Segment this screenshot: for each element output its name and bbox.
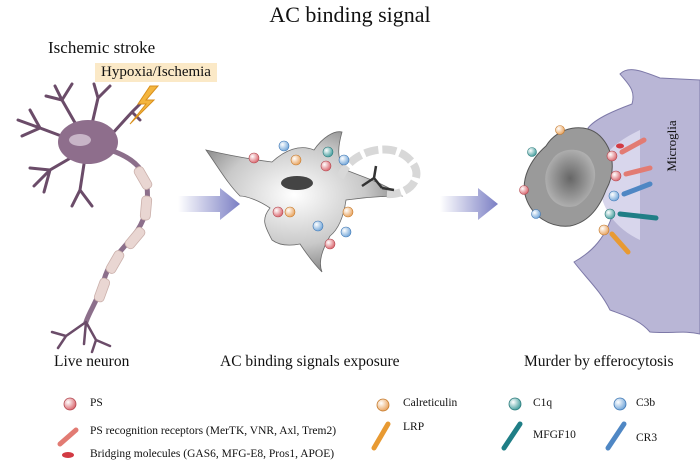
lrp-receptor-icon <box>371 421 391 451</box>
mfgf10-receptor-icon <box>501 421 523 451</box>
calreticulin-ball-icon <box>376 398 390 412</box>
diagram-title: AC binding signal <box>269 2 431 27</box>
trigger-callout: Hypoxia/Ischemia <box>95 63 217 82</box>
engulfed-cell <box>519 125 622 236</box>
legend-label-lrp: LRP <box>403 421 425 433</box>
legend-icons <box>57 397 627 458</box>
legend-label-calreticulin: Calreticulin <box>403 397 458 409</box>
c1q-ball-icon <box>508 397 522 411</box>
legend-label-c1q: C1q <box>533 397 553 409</box>
c3b-ball-icon <box>613 397 627 411</box>
legend-label-bridging: Bridging molecules (GAS6, MFG-E8, Pros1,… <box>90 448 335 460</box>
bridge-icon <box>62 452 74 458</box>
transition-arrow-1 <box>178 188 240 220</box>
myelin-sheath <box>93 166 153 303</box>
lightning-icon <box>129 85 160 125</box>
stage-label-ac-exposure: AC binding signals exposure <box>220 353 400 370</box>
microglia-receptors <box>609 137 659 255</box>
trigger-label: Ischemic stroke <box>48 38 156 57</box>
neuron-nucleus <box>69 134 91 146</box>
receptor-icon <box>57 427 79 447</box>
legend-label-mfgf10: MFGF10 <box>533 429 576 441</box>
legend-label-c3b: C3b <box>636 397 656 409</box>
legend-label-ps: PS <box>90 397 103 409</box>
microglia-label: Microglia <box>664 120 679 171</box>
apoptotic-cell <box>205 131 421 273</box>
transition-arrow-2 <box>440 188 498 220</box>
stage-label-live-neuron: Live neuron <box>54 353 130 370</box>
stage-label-efferocytosis: Murder by efferocytosis <box>524 353 674 370</box>
ps-ball-icon <box>63 397 77 411</box>
legend-label-receptors: PS recognition receptors (MerTK, VNR, Ax… <box>90 425 337 437</box>
legend-label-cr3: CR3 <box>636 432 658 444</box>
cr3-receptor-icon <box>605 421 627 451</box>
